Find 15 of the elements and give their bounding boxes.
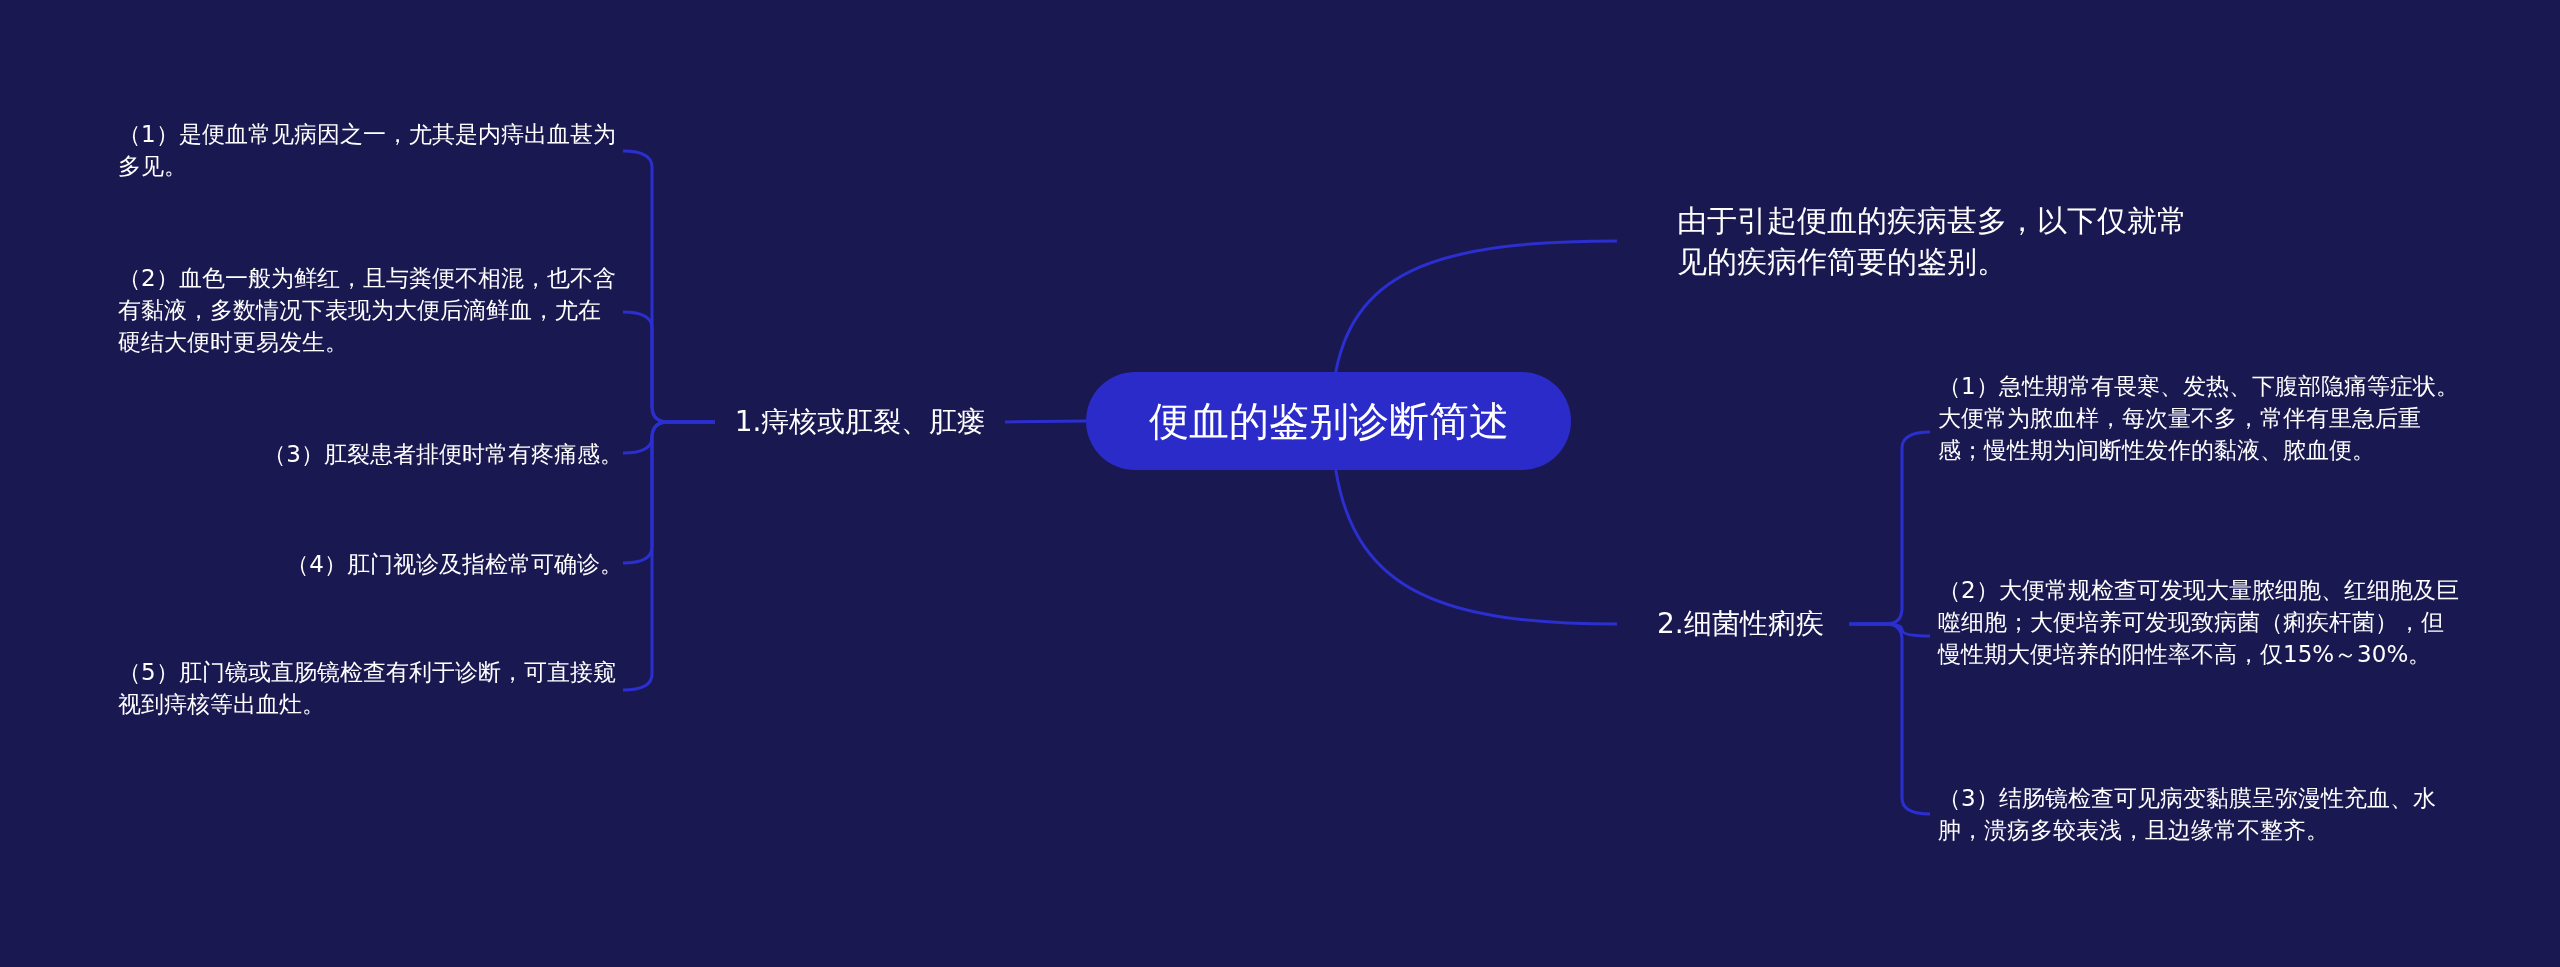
- detail-text: （1）急性期常有畏寒、发热、下腹部隐痛等症状。大便常为脓血样，每次量不多，常伴有里急后重感；慢性期为间断性发作的黏液、脓血便。: [1930, 370, 2460, 466]
- detail-text: （2）血色一般为鲜红，且与粪便不相混，也不含有黏液，多数情况下表现为大便后滴鲜血，尤在硬结大便时更易发生。: [118, 262, 623, 358]
- detail-text: （1）是便血常见病因之一，尤其是内痔出血甚为多见。: [118, 118, 623, 182]
- detail-text: （4）肛门视诊及指检常可确诊。: [118, 548, 623, 580]
- branch-text: 1.痔核或肛裂、肛瘘: [715, 400, 1005, 444]
- detail-text: （2）大便常规检查可发现大量脓细胞、红细胞及巨噬细胞；大便培养可发现致病菌（痢疾杆菌），但慢性期大便培养的阳性率不高，仅15%～30%。: [1930, 574, 2460, 670]
- connector-line: [1334, 239, 1618, 373]
- connector-line: [1004, 419, 1087, 424]
- branch-text: 2.细菌性痢疾: [1617, 602, 1849, 646]
- detail-text: （3）结肠镜检查可见病变黏膜呈弥漫性充血、水肿，溃疡多较表浅，且边缘常不整齐。: [1930, 782, 2460, 846]
- detail-text: （5）肛门镜或直肠镜检查有利于诊断，可直接窥视到痔核等出血灶。: [118, 656, 623, 720]
- detail-text: （3）肛裂患者排便时常有疼痛感。: [118, 438, 623, 470]
- branch-text: 由于引起便血的疾病甚多，以下仅就常见的疾病作简要的鉴别。: [1617, 200, 2187, 282]
- topic-pill: 便血的鉴别诊断简述: [1086, 372, 1571, 470]
- connector-line: [1334, 469, 1618, 626]
